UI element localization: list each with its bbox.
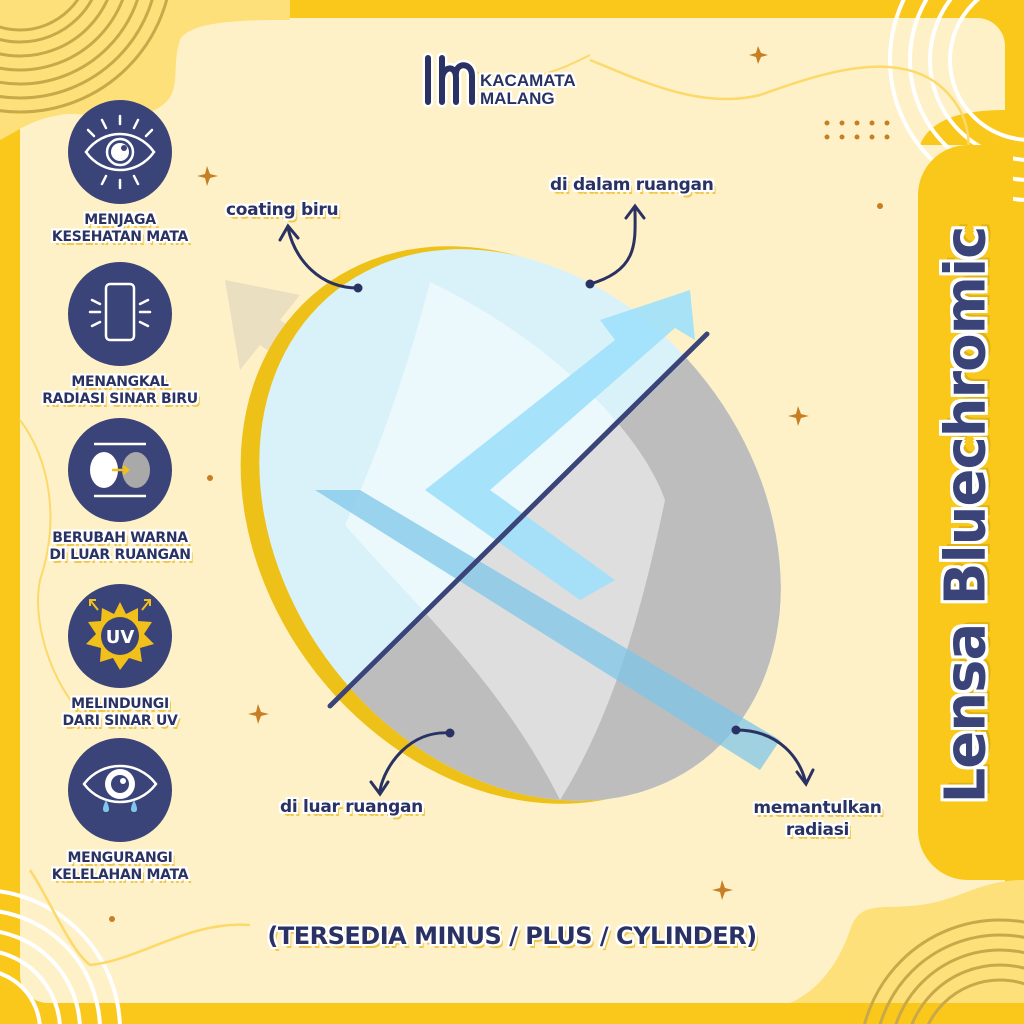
callout-coating: coating biru: [226, 200, 339, 220]
color-change-icon: [68, 418, 172, 522]
lens-illustration: [220, 200, 820, 850]
brand-name-line1: KACAMATA: [480, 71, 576, 90]
availability-note: (TERSEDIA MINUS / PLUS / CYLINDER): [267, 922, 757, 950]
brand-logo: KACAMATA MALANG: [420, 52, 576, 112]
page-title: Lensa Bluechromic: [933, 226, 999, 804]
km-logo-mark-icon: [422, 52, 478, 108]
teary-eye-icon: [68, 738, 172, 842]
brand-name-line2: MALANG: [480, 89, 555, 108]
uv-shield-icon: UV: [68, 584, 172, 688]
callout-indoor: di dalam ruangan: [550, 175, 714, 195]
callout-outdoor: di luar ruangan: [280, 797, 423, 817]
eye-icon: [68, 100, 172, 204]
title-tab: [918, 145, 1013, 880]
svg-text:UV: UV: [106, 627, 135, 648]
smartphone-icon: [68, 262, 172, 366]
